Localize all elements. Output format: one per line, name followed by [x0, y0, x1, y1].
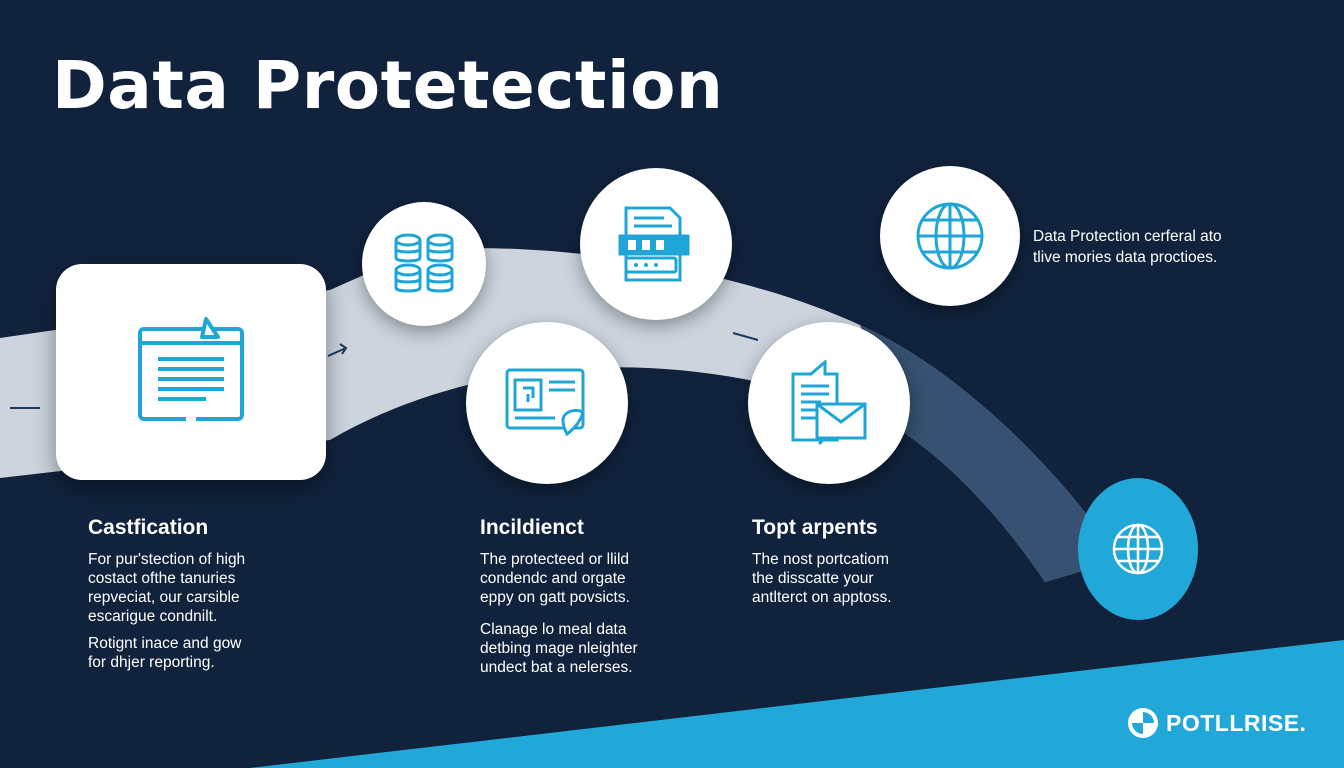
accent-wedge: [250, 640, 1344, 768]
database-icon: [394, 233, 454, 293]
blue-globe-circle: [1078, 478, 1198, 620]
report-icon: [618, 206, 690, 282]
dash-mid: [732, 332, 759, 341]
step-label-incident: Incildienct: [480, 516, 584, 539]
step-text-top-arpents: The nost portcatiom the disscatte your a…: [752, 551, 892, 606]
note-line-2: tlive mories data proctioes.: [1033, 249, 1218, 266]
step-label-classification: Castfication: [88, 516, 209, 539]
brand-name: POTLLRISE.: [1166, 709, 1307, 736]
report-circle: [580, 168, 732, 320]
document-icon: [138, 317, 244, 422]
mail-document-icon: [791, 360, 867, 446]
note-line-1: Data Protection cerferal ato: [1033, 228, 1222, 245]
page-title: Data Protetection: [52, 47, 724, 124]
step-text-classification: For pur'stection of high costact ofthe t…: [88, 551, 246, 625]
id-card-circle: [466, 322, 628, 484]
mail-document-circle: [748, 322, 910, 484]
process-path-shadow: [860, 325, 1120, 582]
globe-circle: [880, 166, 1020, 306]
brand-logo-icon: [1128, 708, 1158, 738]
step-text-classification-2: Rotignt inace and gow for dhjer reportin…: [88, 635, 242, 671]
classification-card: [56, 264, 326, 480]
step-text-incident-2: Clanage lo meal data detbing mage nleigh…: [480, 621, 638, 676]
step-text-incident: The protecteed or llild condendc and org…: [480, 551, 630, 606]
brand-logo: POTLLRISE.: [1126, 706, 1306, 740]
protection-note: Data Protection cerferal ato tlive morie…: [1033, 226, 1222, 268]
arrow-right: [327, 343, 348, 357]
globe-icon: [1112, 523, 1164, 575]
database-circle: [362, 202, 486, 326]
step-label-top-arpents: Topt arpents: [752, 516, 878, 539]
globe-icon: [916, 202, 984, 270]
id-card-icon: [505, 368, 585, 437]
